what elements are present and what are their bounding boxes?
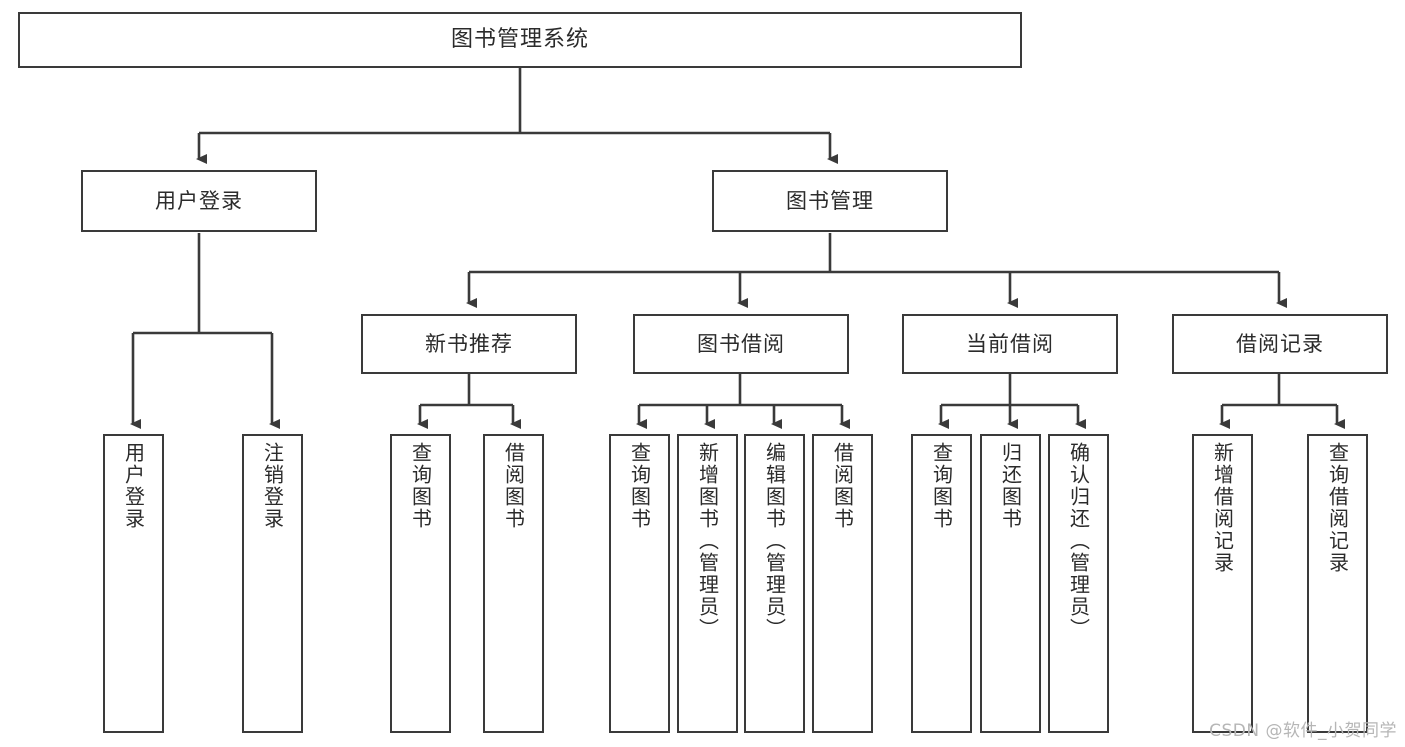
node-current-borrow[interactable]: 当前借阅 [902,314,1118,374]
node-book-borrow[interactable]: 图书借阅 [633,314,849,374]
leaf-borrow-book-1[interactable]: 借阅图书 [483,434,544,733]
leaf-query-book-2[interactable]: 查询图书 [609,434,670,733]
node-label: 图书管理系统 [450,27,589,53]
node-label: 图书管理 [786,188,874,213]
leaf-query-book-3[interactable]: 查询图书 [911,434,972,733]
node-label: 借阅图书 [501,442,526,530]
leaf-query-book-1[interactable]: 查询图书 [390,434,451,733]
leaf-add-record[interactable]: 新增借阅记录 [1192,434,1253,733]
leaf-user-login[interactable]: 用户登录 [103,434,164,733]
leaf-query-record[interactable]: 查询借阅记录 [1307,434,1368,733]
node-label: 归还图书 [998,442,1023,530]
node-label: 查询图书 [408,442,433,530]
leaf-return-book[interactable]: 归还图书 [980,434,1041,733]
node-root-system[interactable]: 图书管理系统 [18,12,1022,68]
node-label: 新增借阅记录 [1210,442,1235,574]
node-label: 查询借阅记录 [1325,442,1350,574]
leaf-logout[interactable]: 注销登录 [242,434,303,733]
leaf-edit-book[interactable]: 编辑图书（管理员） [744,434,805,733]
leaf-add-book[interactable]: 新增图书（管理员） [677,434,738,733]
node-user-login[interactable]: 用户登录 [81,170,317,232]
node-label: 图书借阅 [697,331,785,356]
csdn-watermark: CSDN @软件_小贺同学 [1209,721,1397,741]
node-label: 查询图书 [627,442,652,530]
node-new-book-rec[interactable]: 新书推荐 [361,314,577,374]
leaf-confirm-return[interactable]: 确认归还（管理员） [1048,434,1109,733]
node-label: 确认归还（管理员） [1066,442,1091,640]
node-label: 当前借阅 [966,331,1054,356]
node-label: 用户登录 [121,442,146,530]
node-label: 用户登录 [155,188,243,213]
node-borrow-record[interactable]: 借阅记录 [1172,314,1388,374]
node-book-admin[interactable]: 图书管理 [712,170,948,232]
node-label: 编辑图书（管理员） [762,442,787,640]
node-label: 借阅记录 [1236,331,1324,356]
node-label: 借阅图书 [830,442,855,530]
node-label: 注销登录 [260,442,285,530]
node-label: 查询图书 [929,442,954,530]
node-label: 新书推荐 [425,331,513,356]
leaf-borrow-book-2[interactable]: 借阅图书 [812,434,873,733]
node-label: 新增图书（管理员） [695,442,720,640]
